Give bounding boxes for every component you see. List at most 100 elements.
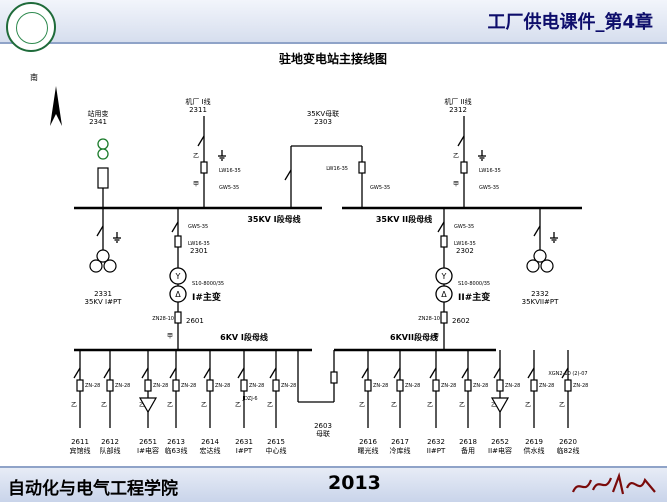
feeder-switch [561, 367, 569, 379]
arrester-symbol [97, 167, 109, 189]
transformer-lv-winding [169, 285, 187, 303]
transformer-model: S10-8000/35 [192, 281, 224, 287]
transformer-switch [171, 221, 179, 233]
winding-symbol: Δ [441, 290, 447, 299]
feeder-name: 临63线 [165, 446, 188, 455]
feeder-yi: 乙 [525, 402, 531, 409]
bus35-2-label: 35KV II段母线 [376, 214, 432, 224]
feeder-name: 宾馆线 [70, 446, 91, 455]
station-tf-winding [97, 148, 109, 160]
station-transformer-no: 2341 [89, 118, 107, 126]
transformer-1-no: 2301 [190, 247, 208, 255]
feeder-no: 2615 [267, 438, 285, 446]
feeder-yi: 乙 [201, 402, 207, 409]
pt-switch [96, 225, 104, 237]
feeder-breaker-model: ZN-28 [373, 383, 388, 389]
feeder-yi: 乙 [235, 402, 241, 409]
tie35-label: 35KV母联 [307, 109, 339, 118]
winding-symbol: Y [441, 272, 447, 281]
station-tf-winding [97, 138, 109, 150]
feeder-name: 冷库线 [390, 446, 411, 455]
feeder-switch [461, 367, 469, 379]
feeder-breaker-model: ZN-28 [539, 383, 554, 389]
feeder-yi: 乙 [459, 402, 465, 409]
line1-switch-model: GW5-35 [219, 185, 239, 191]
feeder-name: I#电容 [137, 446, 159, 455]
pt1-no: 2331 [94, 290, 112, 298]
feeder-name: II#PT [427, 447, 446, 455]
lv-breaker-model: ZN28-10 [418, 316, 440, 322]
transformer-model: S10-8000/35 [458, 281, 490, 287]
feeder-breaker-model: ZN-28 [153, 383, 168, 389]
winding-symbol: Y [175, 272, 181, 281]
pt1-label: 35KV I#PT [85, 298, 123, 306]
feeder-breaker [564, 379, 572, 392]
feeder-name: 备用 [461, 446, 475, 455]
feeder-breaker [206, 379, 214, 392]
deck-title: 工厂供电课件_第4章 [487, 12, 653, 33]
feeder-breaker [530, 379, 538, 392]
feeder-breaker [496, 379, 504, 392]
feeder-no: 2631 [235, 438, 253, 446]
feeder-switch [237, 367, 245, 379]
feeder-switch [527, 367, 535, 379]
line2-no: 2312 [449, 106, 467, 114]
feeder-breaker [76, 379, 84, 392]
feeder-name: 队部线 [100, 446, 121, 455]
feeder-yi: 乙 [427, 402, 433, 409]
feeder-breaker-model: ZN-28 [85, 383, 100, 389]
feeder-yi: 乙 [101, 402, 107, 409]
feeder-switch [141, 367, 149, 379]
feeder-switch [269, 367, 277, 379]
transformer-2-no: 2302 [456, 247, 474, 255]
feeder-name: 临82线 [557, 446, 580, 455]
feeder-no: 2614 [201, 438, 219, 446]
line2-jia: 甲 [453, 181, 459, 188]
line2-switch [457, 135, 465, 147]
tie35-switch-model: GW5-35 [370, 185, 390, 191]
feeder-switch [393, 367, 401, 379]
line1-yi: 乙 [193, 153, 199, 160]
line2-breaker-model: LW16-35 [479, 168, 501, 174]
transformer-switch-model: GW5-35 [188, 224, 208, 230]
feeder-no: 2652 [491, 438, 509, 446]
winding-symbol: Δ [175, 290, 181, 299]
lv-jia: 甲 [433, 333, 439, 340]
transformer-breaker [174, 235, 182, 248]
transformer-1-label: I#主变 [192, 291, 221, 303]
feeder-no: 2617 [391, 438, 409, 446]
north-arrow [50, 86, 62, 126]
line2-breaker [460, 161, 468, 174]
compass-label: 南 [30, 72, 38, 82]
college-name: 自动化与电气工程学院 [8, 479, 178, 499]
feeder-no: 2651 [139, 438, 157, 446]
feeder-yi: 乙 [167, 402, 173, 409]
feeder-breaker [172, 379, 180, 392]
feeder-breaker [464, 379, 472, 392]
feeder-name: I#PT [236, 447, 253, 455]
transformer-breaker-model: LW16-35 [188, 241, 210, 247]
feeder-yi: 乙 [559, 402, 565, 409]
transformer-breaker [440, 235, 448, 248]
bus6-2-label: 6KVII段母线 [390, 332, 438, 342]
station-transformer-label: 站用变 [88, 109, 109, 118]
tie35-switch [284, 169, 292, 181]
university-logo [6, 2, 56, 52]
feeder-breaker [240, 379, 248, 392]
slide-header: 工厂供电课件_第4章 [0, 0, 667, 52]
feeder-no: 2620 [559, 438, 577, 446]
feeder-name: 宏达线 [200, 446, 221, 455]
feeder-switch [361, 367, 369, 379]
line1-breaker [200, 161, 208, 174]
feeder-name: 供水线 [524, 446, 545, 455]
feeder-name: 中心线 [266, 446, 287, 455]
feeder-breaker-model: ZN-28 [573, 383, 588, 389]
pt-switch [533, 225, 541, 237]
feeder-no: 2613 [167, 438, 185, 446]
transformer-switch [437, 221, 445, 233]
feeder-breaker-model: ZN-28 [441, 383, 456, 389]
pt2-no: 2332 [531, 290, 549, 298]
transformer-lv-winding [435, 285, 453, 303]
feeder-no: 2612 [101, 438, 119, 446]
